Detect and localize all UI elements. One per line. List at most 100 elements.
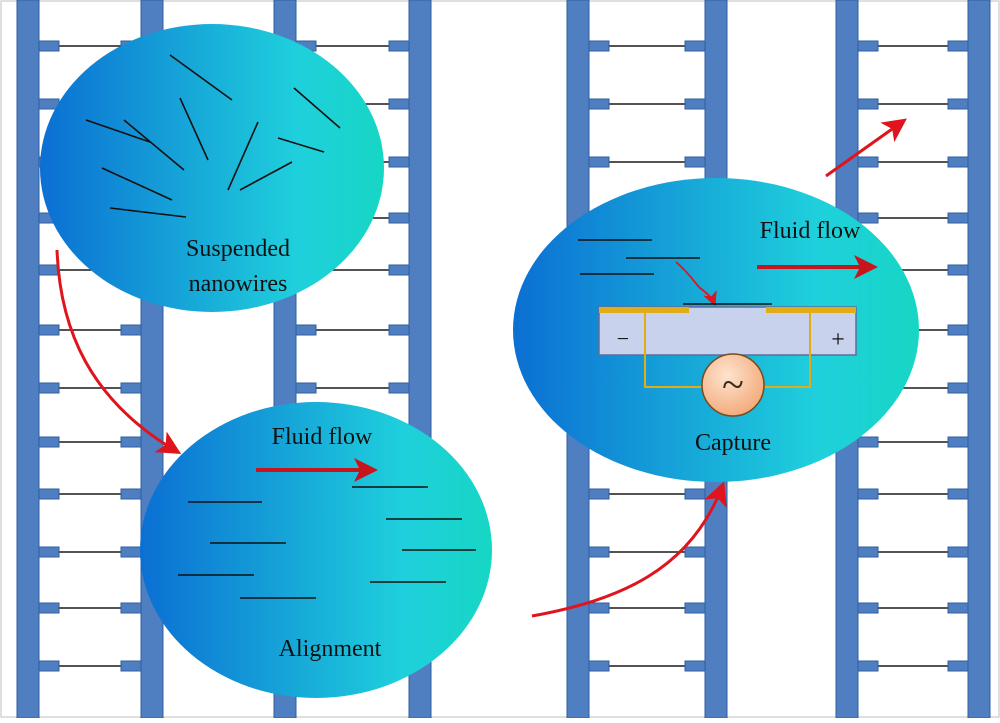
electrode-pad [120, 660, 142, 672]
electrode-pad [588, 40, 610, 52]
suspended-bubble-shape [40, 24, 384, 312]
electrode-pad [38, 40, 60, 52]
left-electrode [599, 307, 689, 313]
electrode-pad [388, 212, 410, 224]
electrode-pad [295, 382, 317, 394]
electrode-pad [857, 488, 879, 500]
substrate [598, 306, 857, 356]
suspended-nanowires-bubble: Suspended nanowires [40, 24, 384, 312]
electrode-pad [388, 382, 410, 394]
electrode-pad [38, 488, 60, 500]
nanowire [227, 121, 259, 191]
electrode-pad [857, 212, 879, 224]
electrode-pad [684, 488, 706, 500]
suspended-label-line1: Suspended [186, 236, 290, 262]
suspended-label-line2: nanowires [189, 271, 288, 297]
electrode-pad [857, 156, 879, 168]
electrode-pad [388, 264, 410, 276]
alignment-bubble-shape [140, 402, 492, 698]
electrode-pad [947, 98, 969, 110]
electrode-rail [967, 0, 991, 719]
ac-source [701, 353, 765, 417]
electrode-pad [388, 324, 410, 336]
electrode-pad [120, 488, 142, 500]
nanowire [109, 207, 187, 218]
aligned-nanowires [178, 486, 476, 599]
electrode-pad [857, 436, 879, 448]
arrow-suspended-to-alignment [55, 249, 182, 455]
electrode-pad [857, 546, 879, 558]
electrode-pad [684, 98, 706, 110]
nanowire [179, 97, 209, 161]
electrode-pad [684, 40, 706, 52]
electrode-pad [684, 156, 706, 168]
electrode-pad [588, 156, 610, 168]
electrode-pad [388, 156, 410, 168]
electrode-pad [120, 546, 142, 558]
minus-terminal: − [617, 326, 629, 351]
right-electrode [766, 307, 856, 313]
capture-label: Capture [695, 430, 771, 456]
electrode-pad [38, 324, 60, 336]
nanowire [101, 167, 173, 201]
nanowire [169, 54, 233, 101]
electrode-pad [38, 382, 60, 394]
electrode-rail [16, 0, 40, 719]
electrode-pad [857, 98, 879, 110]
alignment-flow-label: Fluid flow [272, 424, 373, 450]
electrode-pad [120, 436, 142, 448]
capture-bubble: Fluid flow − + ~ Capture [513, 178, 919, 482]
alignment-label: Alignment [279, 636, 382, 662]
electrode-pad [120, 382, 142, 394]
electrode-pad [947, 436, 969, 448]
random-nanowires [85, 54, 341, 218]
electrode-pad [947, 488, 969, 500]
nanowire [123, 119, 185, 171]
nanowire [85, 119, 151, 143]
electrode-pad [684, 546, 706, 558]
electrode-pad [38, 264, 60, 276]
electrode-pad [947, 324, 969, 336]
electrode-pad [947, 40, 969, 52]
electrode-pad [684, 602, 706, 614]
electrode-pad [388, 40, 410, 52]
left-wire [644, 313, 703, 388]
electrode-pad [38, 436, 60, 448]
electrode-pad [588, 602, 610, 614]
electrode-pad [947, 264, 969, 276]
electrode-pad [947, 602, 969, 614]
electrode-pad [684, 660, 706, 672]
capture-trajectory-arrow [675, 261, 717, 307]
arrow-capture-out [825, 118, 907, 178]
electrode-pad [295, 324, 317, 336]
electrode-pad [857, 40, 879, 52]
electrode-pad [947, 546, 969, 558]
electrode-pad [38, 546, 60, 558]
electrode-pad [120, 324, 142, 336]
alignment-bubble: Fluid flow Alignment [140, 402, 492, 698]
electrode-pad [120, 602, 142, 614]
electrode-pad [857, 660, 879, 672]
electrode-pad [947, 382, 969, 394]
electrode-pad [38, 602, 60, 614]
electrode-pad [588, 546, 610, 558]
electrode-pad [947, 156, 969, 168]
electrode-pad [947, 212, 969, 224]
sine-wave-icon: ~ [722, 362, 744, 407]
electrode-pad [857, 602, 879, 614]
arrow-alignment-to-capture [531, 481, 727, 618]
electrode-pad [38, 660, 60, 672]
nanowire [293, 87, 341, 129]
electrode-pad [947, 660, 969, 672]
plus-terminal: + [831, 327, 845, 353]
nanowire [239, 161, 293, 191]
nanowire [277, 137, 325, 153]
right-wire [764, 313, 811, 388]
capture-flow-label: Fluid flow [760, 218, 861, 244]
electrode-pad [588, 660, 610, 672]
electrode-pad [388, 98, 410, 110]
electrode-pad [588, 488, 610, 500]
electrode-pad [588, 98, 610, 110]
